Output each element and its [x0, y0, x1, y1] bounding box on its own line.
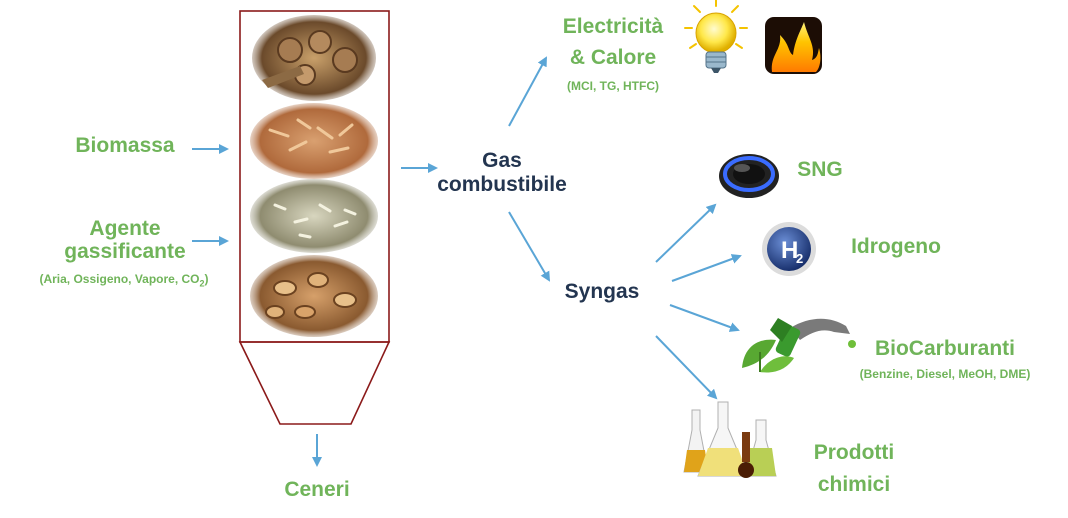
firewood-image	[252, 15, 376, 101]
label-chemicals-line1: Prodotti	[813, 441, 895, 464]
lightbulb-icon	[684, 0, 748, 73]
label-heat: & Calore	[569, 46, 657, 69]
arrow-to-biofuels	[669, 304, 740, 332]
label-biomass: Biomassa	[75, 134, 175, 157]
label-ash: Ceneri	[284, 478, 350, 501]
arrow-to-chemicals	[655, 335, 718, 400]
label-electricity-detail: (MCI, TG, HTFC)	[567, 79, 659, 93]
arrow-to-sng	[655, 203, 717, 263]
arrow-to-syngas	[508, 211, 551, 282]
label-syngas: Syngas	[564, 280, 640, 303]
gasifier-hopper	[238, 341, 391, 425]
flasks-icon	[683, 401, 777, 478]
label-biofuels-detail: (Benzine, Diesel, MeOH, DME)	[859, 367, 1031, 381]
label-agent-detail: (Aria, Ossigeno, Vapore, CO2)	[39, 272, 209, 289]
label-fuel-gas-line2: combustibile	[437, 173, 567, 196]
gas-burner-icon	[719, 154, 779, 198]
fuel-nozzle-icon	[742, 318, 856, 373]
label-agent-line2: gassificante	[64, 240, 186, 263]
arrow-to-hydrogen	[671, 254, 742, 282]
arrow-to-electricity	[508, 56, 547, 127]
pellets-image	[250, 179, 378, 253]
label-biofuels: BioCarburanti	[874, 337, 1015, 360]
label-chemicals-line2: chimici	[817, 473, 891, 496]
flame-icon	[765, 17, 822, 74]
hydrogen-icon: H 2	[762, 222, 816, 276]
nut-shells-image	[250, 255, 378, 337]
label-hydrogen: Idrogeno	[851, 235, 941, 258]
label-sng: SNG	[797, 158, 843, 181]
label-fuel-gas-line1: Gas	[482, 149, 522, 172]
label-agent-line1: Agente	[89, 217, 161, 240]
wood-chips-image	[250, 103, 378, 179]
label-electricity: Electricità	[562, 15, 664, 38]
svg-text:H: H	[781, 237, 798, 264]
svg-text:2: 2	[796, 251, 803, 266]
